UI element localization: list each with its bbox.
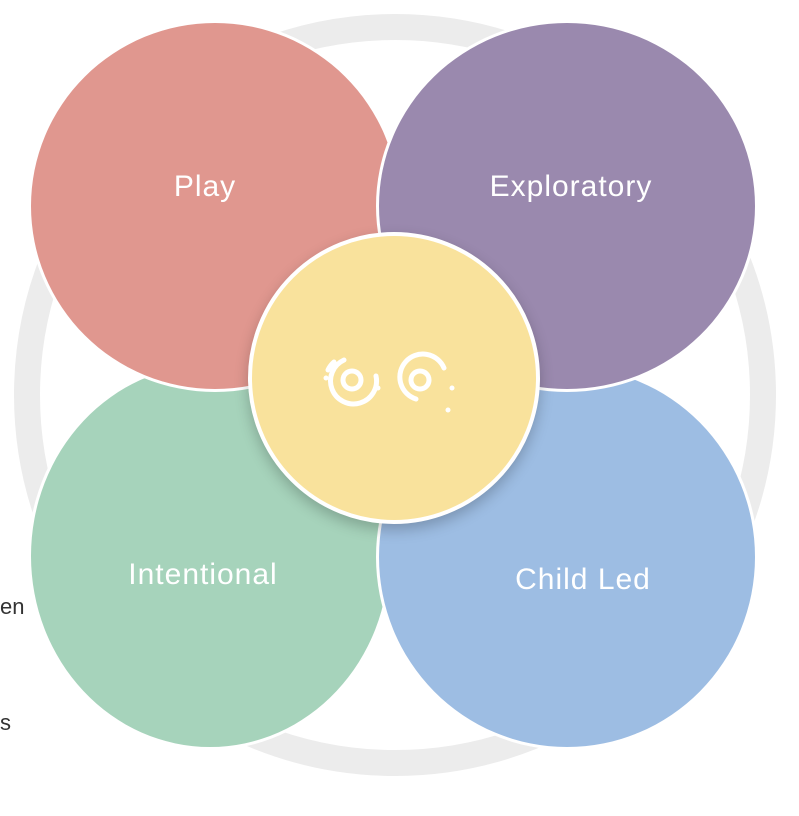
eyes-icon (323, 351, 455, 413)
petal-label-child-led: Child Led (515, 563, 651, 596)
petal-label-exploratory: Exploratory (489, 170, 653, 203)
center-circle (248, 232, 540, 524)
petal-label-play: Play (173, 170, 237, 203)
cropped-text-fragment-top: en (0, 594, 25, 619)
petal-label-intentional: Intentional (128, 558, 278, 591)
cropped-text-fragment-bottom: s (0, 710, 11, 735)
